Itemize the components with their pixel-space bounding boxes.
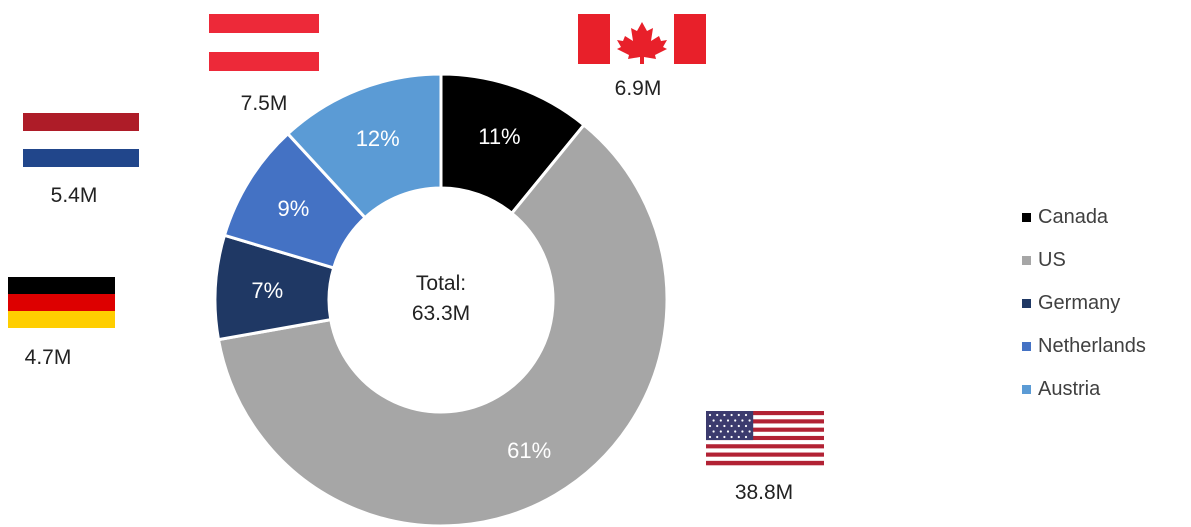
netherlands-flag-icon: [23, 113, 139, 167]
percent-labels: 11% 61% 7% 9% 12%: [251, 124, 551, 463]
canada-flag-icon: [578, 14, 706, 64]
us-flag-icon: [706, 411, 824, 466]
value-label-netherlands: 5.4M: [51, 184, 98, 207]
legend-item-us: US: [1022, 239, 1187, 282]
value-label-canada: 6.9M: [615, 77, 662, 100]
center-label: Total: 63.3M: [412, 272, 470, 325]
legend-label: Germany: [1038, 292, 1121, 314]
legend: Canada US Germany Netherlands Austria: [1022, 196, 1187, 411]
legend-item-germany: Germany: [1022, 282, 1187, 325]
percent-label-us: 61%: [507, 438, 551, 463]
legend-swatch: [1022, 299, 1031, 308]
legend-item-netherlands: Netherlands: [1022, 325, 1187, 368]
donut-slices: [213, 72, 669, 527]
slice-austria: [285, 72, 443, 220]
legend-swatch: [1022, 213, 1031, 222]
value-label-germany: 4.7M: [25, 346, 72, 369]
austria-flag-icon: [209, 14, 319, 71]
value-label-austria: 7.5M: [241, 92, 288, 115]
percent-label-canada: 11%: [478, 124, 520, 149]
legend-label: Netherlands: [1038, 335, 1146, 357]
legend-swatch: [1022, 256, 1031, 265]
center-label-line-1: Total:: [416, 272, 466, 295]
percent-label-austria: 12%: [356, 126, 400, 151]
legend-item-canada: Canada: [1022, 196, 1187, 239]
legend-label: Canada: [1038, 206, 1109, 228]
percent-label-netherlands: 9%: [278, 196, 310, 221]
legend-item-austria: Austria: [1022, 368, 1187, 411]
legend-label: US: [1038, 249, 1066, 271]
legend-label: Austria: [1038, 378, 1101, 400]
legend-swatch: [1022, 385, 1031, 394]
center-label-line-2: 63.3M: [412, 302, 470, 325]
legend-swatch: [1022, 342, 1031, 351]
slice-us: [216, 122, 669, 527]
germany-flag-icon: [8, 277, 115, 328]
percent-label-germany: 7%: [251, 278, 283, 303]
value-label-us: 38.8M: [735, 481, 793, 504]
